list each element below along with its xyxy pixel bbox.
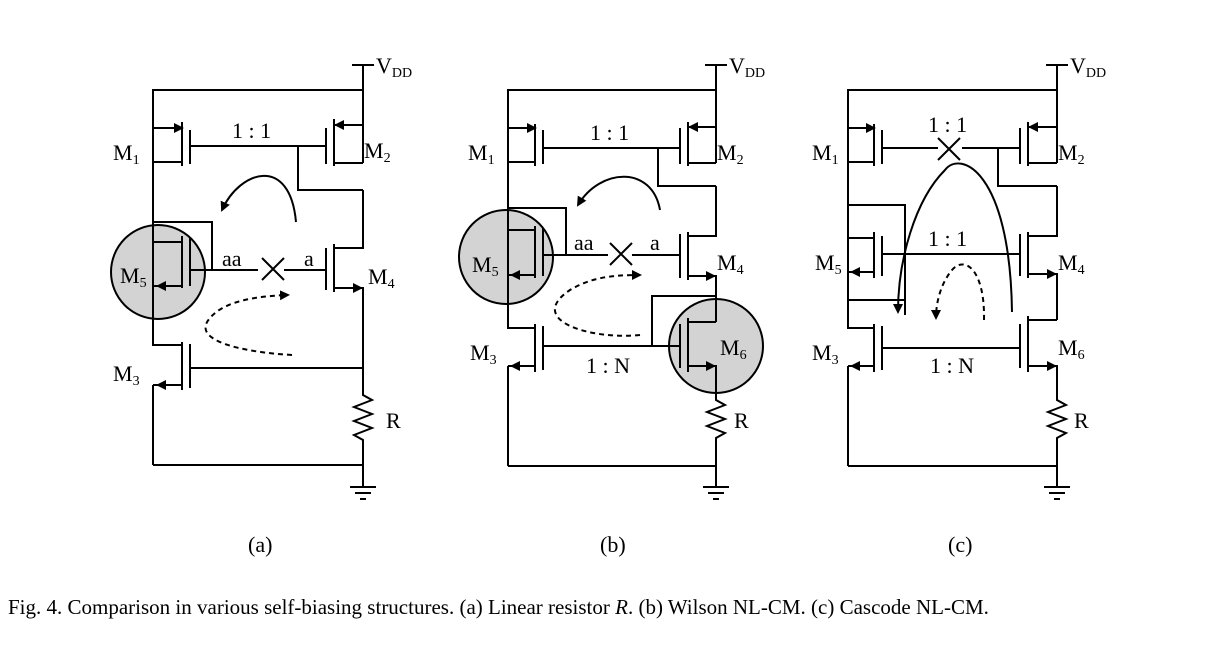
m2-label-c: M2 xyxy=(1058,140,1085,168)
m5-label-b: M5 xyxy=(472,252,499,280)
ratio-label-c-top: 1 : 1 xyxy=(928,112,967,137)
m5-label-c: M5 xyxy=(815,250,842,278)
ratio-label-c-mid: 1 : 1 xyxy=(928,226,967,251)
node-a-a: a xyxy=(304,246,314,271)
node-aa-b: aa xyxy=(574,230,594,255)
m2-label-b: M2 xyxy=(717,140,744,168)
m4-label-a: M4 xyxy=(368,264,395,292)
node-aa-a: aa xyxy=(222,246,242,271)
vdd-label-b: VDD xyxy=(729,53,765,81)
m6-label-b: M6 xyxy=(720,335,747,363)
m3-label-b: M3 xyxy=(470,340,497,368)
m4-label-c: M4 xyxy=(1058,250,1085,278)
r-label-c: R xyxy=(1074,408,1089,433)
panel-label-a: (a) xyxy=(248,532,272,557)
vdd-label-c: VDD xyxy=(1070,53,1106,81)
m1-label-b: M1 xyxy=(468,140,495,168)
circuit-b: VDD M1 M2 1 : 1 M5 aa a M4 M3 1 : N xyxy=(458,53,765,557)
m3-label-a: M3 xyxy=(113,361,140,389)
m2-label-a: M2 xyxy=(364,138,391,166)
node-a-b: a xyxy=(650,230,660,255)
circuit-c: VDD M1 M2 1 : 1 1 : 1 M5 M4 M3 1 : N M6 xyxy=(812,53,1106,557)
m5-label-a: M5 xyxy=(120,263,147,291)
ratio-label-b-top: 1 : 1 xyxy=(590,120,629,145)
m6-label-c: M6 xyxy=(1058,335,1085,363)
circuit-figure: VDD 1 : 1 M1 M2 M5 aa a M4 M3 xyxy=(110,53,1106,557)
m1-label-c: M1 xyxy=(812,140,839,168)
vdd-label-a: VDD xyxy=(376,53,412,81)
ratio-label-b-bottom: 1 : N xyxy=(586,353,630,378)
panel-label-c: (c) xyxy=(948,532,972,557)
ratio-label-c-bottom: 1 : N xyxy=(930,353,974,378)
panel-label-b: (b) xyxy=(600,532,626,557)
r-label-b: R xyxy=(734,408,749,433)
m1-label-a: M1 xyxy=(113,140,140,168)
circuit-a: VDD 1 : 1 M1 M2 M5 aa a M4 M3 xyxy=(110,53,412,557)
m3-label-c: M3 xyxy=(812,340,839,368)
r-label-a: R xyxy=(386,408,401,433)
ratio-label-a-top: 1 : 1 xyxy=(232,118,271,143)
m4-label-b: M4 xyxy=(717,250,744,278)
figure-caption: Fig. 4. Comparison in various self-biasi… xyxy=(8,595,989,619)
m5-highlight-b xyxy=(458,209,554,305)
